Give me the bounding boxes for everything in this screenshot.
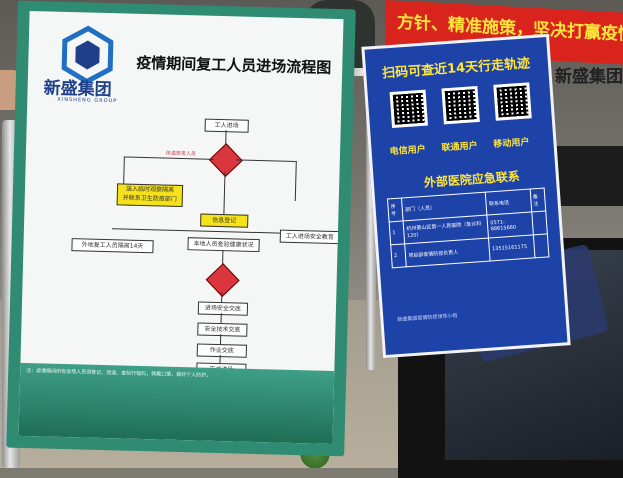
qr-pattern <box>392 92 425 125</box>
flow-line <box>219 355 221 364</box>
qr-label-unicom: 联通用户 <box>441 141 478 154</box>
flowchart-poster-body: 新盛集团 XINSHENG GROUP 疫情期间复工人员进场流程图 工人进场 体… <box>18 10 344 445</box>
contact-title: 外部医院应急联系 <box>423 169 521 190</box>
qr-code-telecom <box>389 89 428 128</box>
flow-isolation-line1: 送入临时观察隔离 <box>125 185 175 194</box>
flow-line <box>220 313 222 324</box>
table-header-cell: 备注 <box>529 188 546 212</box>
flow-isolation-line2: 并联系卫生防疫部门 <box>122 194 177 203</box>
qr-pattern <box>496 85 529 118</box>
flow-step-5: 作业交底 <box>196 343 247 358</box>
table-header-cell: 联系电话 <box>485 189 532 216</box>
company-logo-icon <box>61 25 114 85</box>
table-header-cell: 序号 <box>387 197 404 222</box>
fence-pole-right <box>366 70 376 370</box>
logo-name: 新盛集团 <box>43 78 112 101</box>
flow-line <box>123 156 125 184</box>
contact-poster: 扫码可查近14天行走轨迹 电信用户 联通用户 移动用户 外部医院应急联系 序号 … <box>361 33 571 359</box>
flow-line <box>219 334 222 345</box>
qr-code-mobile <box>493 82 532 121</box>
flow-isolation-box: 送入临时观察隔离 并联系卫生防疫部门 <box>116 183 184 208</box>
poster-title: 疫情期间复工人员进场流程图 <box>136 53 332 77</box>
contact-table: 序号 部门（人员） 联系电话 备注 1 杭州萧山区第一人民医院（急诊科120） … <box>387 187 549 268</box>
table-cell: 项目部疫情防控负责人 <box>405 238 491 267</box>
table-cell <box>533 233 549 258</box>
table-cell <box>531 210 548 235</box>
flow-line <box>294 160 297 201</box>
flow-step-register: 信息登记 <box>200 213 249 228</box>
flow-step-entry: 工人进场 <box>204 118 249 133</box>
logo-subtitle: XINSHENG GROUP <box>57 96 118 105</box>
flow-branch-right: 工人进场安全教育 <box>279 229 340 245</box>
contact-poster-footer: 新盛集团疫情防控领导小组 <box>397 312 458 324</box>
table-cell: 13515161175 <box>488 234 535 261</box>
qr-label-telecom: 电信用户 <box>389 144 427 158</box>
qr-code-unicom <box>441 85 480 125</box>
table-cell: 1 <box>389 220 406 245</box>
table-cell: 2 <box>390 243 407 268</box>
flow-line <box>235 159 296 162</box>
flow-decision-2 <box>205 263 240 298</box>
qr-label-mobile: 移动用户 <box>493 137 530 150</box>
table-cell: 0571-88615660 <box>487 211 534 239</box>
flow-branch-mid: 本地人员查验健康状况 <box>187 237 260 253</box>
scan-title: 扫码可查近14天行走轨迹 <box>381 56 531 82</box>
flow-red-note: 体温异常人员 <box>165 150 197 158</box>
flow-branch-left: 外地复工人员隔离14天 <box>71 238 154 254</box>
qr-pattern <box>444 89 477 122</box>
flow-line <box>223 172 226 215</box>
flow-step-3: 进场安全交底 <box>197 301 249 316</box>
flow-step-4: 安全技术交底 <box>197 322 248 337</box>
flow-line <box>221 292 223 303</box>
flowchart-poster: 新盛集团 XINSHENG GROUP 疫情期间复工人员进场流程图 工人进场 体… <box>6 0 356 457</box>
car-roof <box>548 146 623 206</box>
flow-line <box>123 156 214 160</box>
wall-brand-text: 新盛集团 <box>555 67 623 87</box>
